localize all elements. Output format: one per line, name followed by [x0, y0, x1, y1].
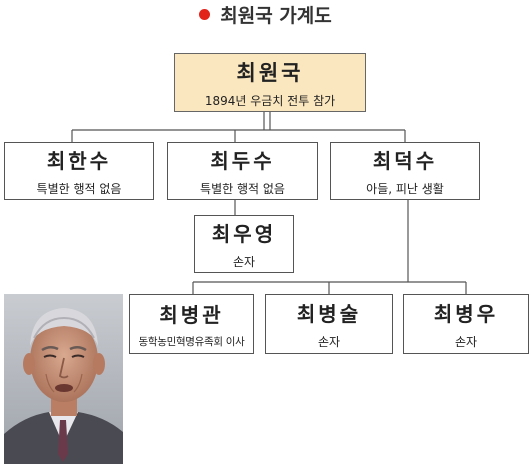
node-name: 최덕수: [372, 149, 438, 173]
root-node: 최원국 1894년 우금치 전투 참가: [174, 53, 366, 112]
node-desc: 동학농민혁명유족회 이사: [138, 336, 245, 348]
son-node-dusu: 최두수 특별한 행적 없음: [167, 142, 318, 200]
node-name: 최우영: [211, 222, 277, 246]
red-bullet-icon: [199, 8, 211, 20]
node-desc: 손자: [454, 335, 478, 349]
node-desc: 특별한 행적 없음: [200, 182, 285, 196]
portrait-illustration: [4, 294, 123, 464]
portrait-photo: [4, 294, 123, 464]
node-desc: 아들, 피난 생활: [366, 182, 444, 196]
son-node-deoksu: 최덕수 아들, 피난 생활: [330, 142, 480, 200]
grandson-node-byeonggwan: 최병관 동학농민혁명유족회 이사: [129, 294, 254, 354]
title-text: 최원국 가계도: [220, 4, 332, 27]
son-node-hansu: 최한수 특별한 행적 없음: [4, 142, 154, 200]
grandson-node-byeongwoo: 최병우 손자: [403, 294, 529, 354]
node-desc: 특별한 행적 없음: [36, 182, 122, 196]
node-desc: 1894년 우금치 전투 참가: [204, 93, 336, 108]
node-name: 최한수: [46, 149, 112, 173]
grandson-node-uyeong: 최우영 손자: [194, 215, 294, 273]
node-desc: 손자: [232, 255, 256, 269]
node-name: 최병우: [433, 302, 499, 326]
diagram-title: 최원국 가계도: [0, 2, 531, 27]
node-name: 최두수: [210, 149, 275, 173]
node-name: 최병술: [296, 302, 362, 326]
node-name: 최원국: [236, 60, 304, 85]
node-name: 최병관: [159, 303, 224, 327]
grandson-node-byeongsul: 최병술 손자: [265, 294, 393, 354]
node-desc: 손자: [317, 335, 341, 349]
